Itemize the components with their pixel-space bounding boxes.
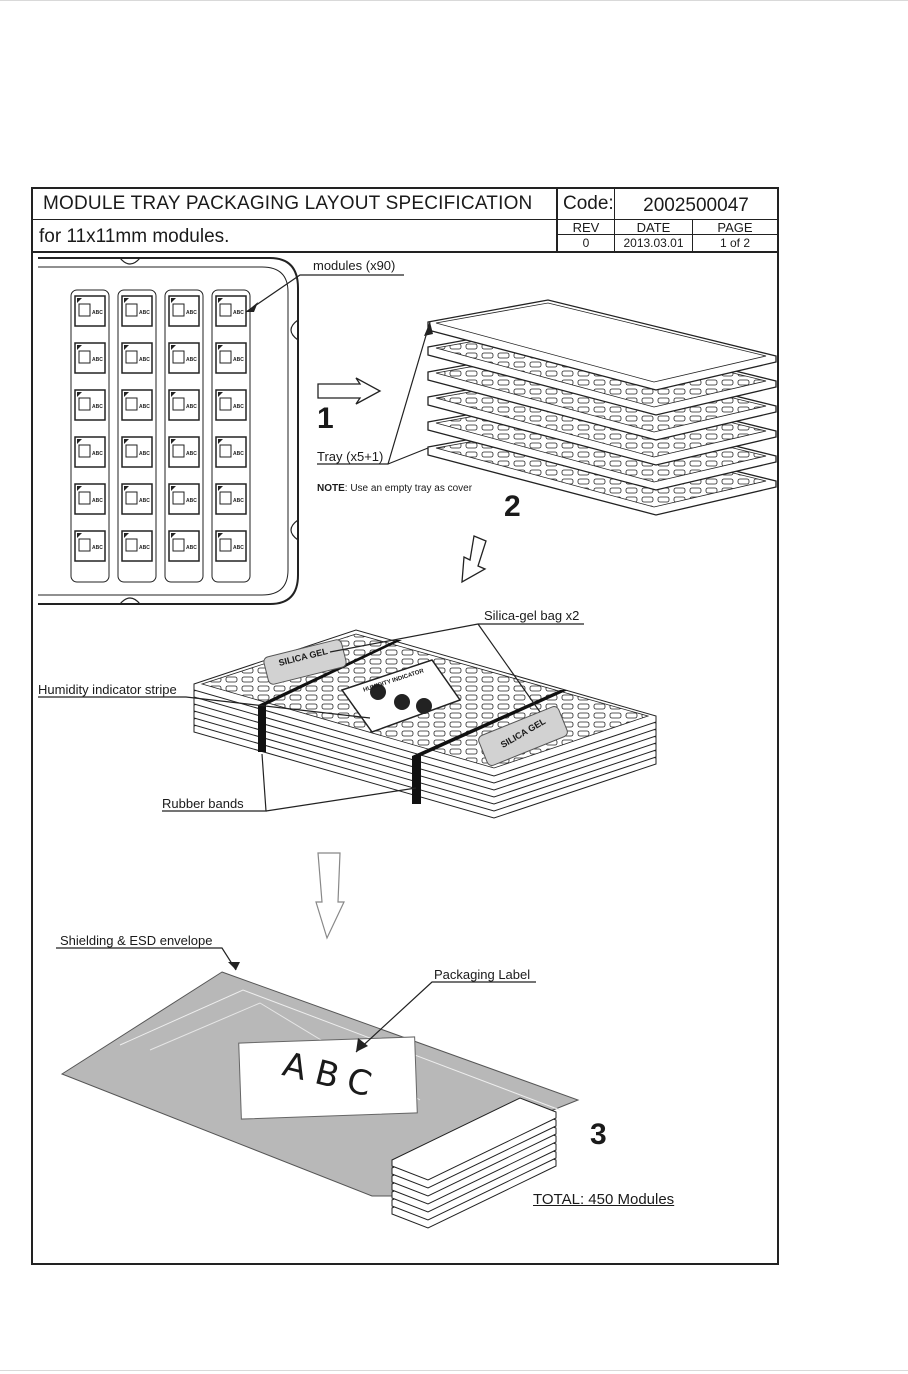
- spec-sheet: MODULE TRAY PACKAGING LAYOUT SPECIFICATI…: [31, 187, 779, 1265]
- module: ABC: [121, 436, 153, 468]
- module-mark: ABC: [186, 451, 197, 457]
- esd-envelope: [60, 971, 580, 1229]
- module: ABC: [168, 389, 200, 421]
- module-mark: ABC: [139, 404, 150, 410]
- module-mark: ABC: [233, 545, 244, 551]
- step-3: 3: [590, 1118, 607, 1151]
- modules-leader: [245, 274, 404, 313]
- rubber-bands-label: Rubber bands: [162, 796, 244, 811]
- module: ABC: [168, 436, 200, 468]
- module-mark: ABC: [139, 310, 150, 316]
- rev-header: REV: [558, 220, 615, 235]
- module-mark: ABC: [186, 545, 197, 551]
- module: ABC: [74, 530, 106, 562]
- top-edge-line: [0, 0, 908, 1]
- code-label: Code:: [558, 189, 615, 220]
- total-label: TOTAL: 450 Modules: [533, 1191, 675, 1208]
- rubber-bands: [258, 640, 568, 804]
- date-value: 2013.03.01: [615, 235, 693, 251]
- tray-leader-2: [387, 447, 429, 465]
- module: ABC: [121, 530, 153, 562]
- module: ABC: [121, 389, 153, 421]
- date-header: DATE: [615, 220, 693, 235]
- module: ABC: [168, 342, 200, 374]
- module: ABC: [121, 483, 153, 515]
- module-mark: ABC: [233, 498, 244, 504]
- module-mark: ABC: [233, 310, 244, 316]
- code-value: 2002500047: [615, 189, 777, 220]
- silica-gel-bag-left: [263, 639, 347, 685]
- packaging-label-label: Packaging Label: [434, 967, 531, 982]
- silica-gel-label: Silica-gel bag x2: [484, 608, 580, 623]
- arrow-down-left-icon: [461, 535, 487, 584]
- module: ABC: [215, 483, 247, 515]
- module: ABC: [215, 389, 247, 421]
- module-mark: ABC: [186, 404, 197, 410]
- step-1: 1: [317, 402, 334, 435]
- module: ABC: [168, 530, 200, 562]
- module: ABC: [74, 342, 106, 374]
- module: ABC: [74, 436, 106, 468]
- tray-stack: [427, 299, 777, 516]
- module: ABC: [74, 389, 106, 421]
- arrow-down-icon: [315, 852, 345, 940]
- tray-label: Tray (x5+1): [317, 449, 384, 464]
- module-mark: ABC: [92, 404, 103, 410]
- module-mark: ABC: [139, 545, 150, 551]
- arrow-right-icon: [317, 377, 382, 405]
- module: ABC: [215, 436, 247, 468]
- module: ABC: [215, 342, 247, 374]
- envelope-label: Shielding & ESD envelope: [60, 933, 213, 948]
- bottom-edge-line: [0, 1370, 908, 1371]
- humidity-indicator-card: [340, 659, 462, 733]
- module: ABC: [215, 530, 247, 562]
- page-header: PAGE: [693, 220, 777, 235]
- module-mark: ABC: [139, 357, 150, 363]
- modules-label: modules (x90): [313, 258, 396, 273]
- module-mark: ABC: [233, 357, 244, 363]
- note-rest: : Use an empty tray as cover: [344, 483, 473, 494]
- module-mark: ABC: [92, 451, 103, 457]
- doc-title: MODULE TRAY PACKAGING LAYOUT SPECIFICATI…: [33, 189, 558, 220]
- module-mark: ABC: [139, 451, 150, 457]
- module-mark: ABC: [233, 404, 244, 410]
- module: ABC: [121, 342, 153, 374]
- module-mark: ABC: [233, 451, 244, 457]
- silica-gel-bag-right: [478, 706, 568, 766]
- rev-value: 0: [558, 235, 615, 251]
- humidity-label: Humidity indicator stripe: [38, 682, 177, 697]
- title-block: MODULE TRAY PACKAGING LAYOUT SPECIFICATI…: [33, 189, 777, 253]
- note-text: NOTE: Use an empty tray as cover: [317, 483, 472, 494]
- module-mark: ABC: [139, 498, 150, 504]
- module: ABC: [168, 483, 200, 515]
- module-mark: ABC: [92, 357, 103, 363]
- module-mark: ABC: [92, 310, 103, 316]
- module-mark: ABC: [186, 498, 197, 504]
- module: ABC: [74, 295, 106, 327]
- module: ABC: [168, 295, 200, 327]
- tray-closeup: ABC ABC ABC ABC ABC ABC ABC ABC ABC ABC ABC ABC ABC A…: [38, 257, 299, 605]
- module-mark: ABC: [92, 545, 103, 551]
- note-bold: NOTE: [317, 483, 345, 494]
- module: ABC: [215, 295, 247, 327]
- module-mark: ABC: [186, 357, 197, 363]
- page-value: 1 of 2: [719, 236, 751, 250]
- stacked-tray: [427, 299, 777, 391]
- doc-subtitle: for 11x11mm modules.: [33, 220, 558, 251]
- module: ABC: [121, 295, 153, 327]
- module: ABC: [74, 483, 106, 515]
- module-mark: ABC: [92, 498, 103, 504]
- step-2: 2: [504, 490, 521, 523]
- module-mark: ABC: [186, 310, 197, 316]
